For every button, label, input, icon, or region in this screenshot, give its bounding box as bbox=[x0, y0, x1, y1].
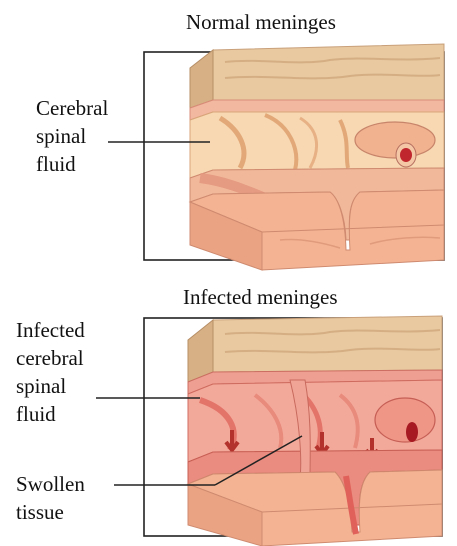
swollen-tissue-label: Swollen tissue bbox=[16, 470, 85, 526]
infected-csf-label: Infected cerebral spinal fluid bbox=[16, 316, 85, 428]
csf-label: Cerebral spinal fluid bbox=[36, 94, 108, 178]
swollen-tissue-leader-diagonal bbox=[215, 436, 302, 485]
